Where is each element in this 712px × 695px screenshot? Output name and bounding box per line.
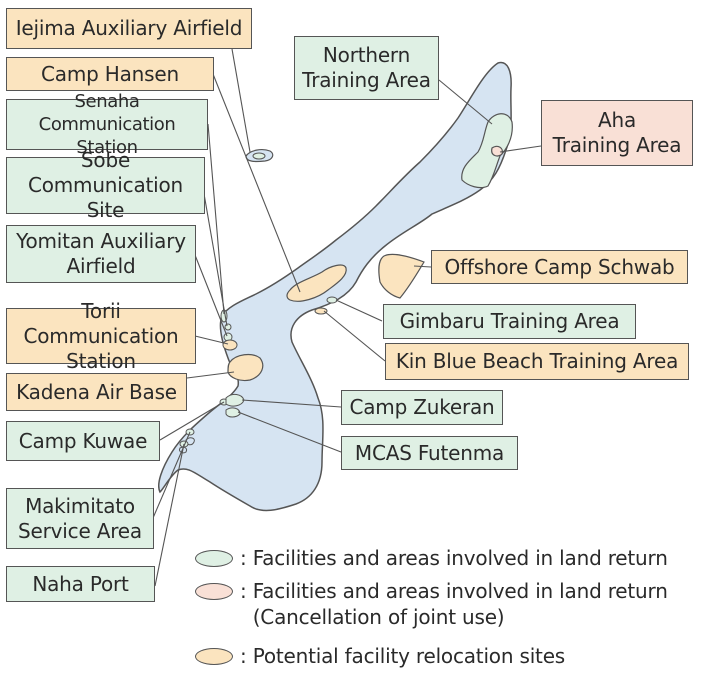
label-makimitato-service-area: Makimitato Service Area	[6, 488, 154, 549]
sobe-area	[224, 323, 232, 331]
label-aha-training-area: Aha Training Area	[541, 100, 693, 166]
legend-text-relocation: : Potential facility relocation sites	[240, 644, 566, 668]
leader-torii	[194, 335, 229, 345]
leader-sobe	[202, 187, 228, 327]
camp-zukeran-area	[225, 393, 245, 407]
label-torii-communication-station: Torii Communication Station	[6, 299, 196, 373]
legend-text-joint-use: : Facilities and areas involved in land …	[240, 579, 668, 629]
label-naha-port: Naha Port	[6, 566, 155, 602]
mcas-futenma-area	[225, 407, 241, 418]
legend-label-joint-use: Facilities and areas involved in land re…	[252, 579, 668, 629]
leader-kin	[323, 310, 386, 362]
leader-schwab	[413, 265, 432, 268]
label-kin-blue-beach-training-area: Kin Blue Beach Training Area	[385, 343, 689, 380]
legend-swatch-land-return	[195, 550, 233, 567]
camp-hansen-area	[286, 264, 347, 302]
legend-swatch-relocation	[195, 648, 233, 665]
legend-label-land-return: Facilities and areas involved in land re…	[252, 546, 668, 570]
leader-kuwae	[159, 401, 225, 441]
label-northern-training-area: Northern Training Area	[294, 36, 439, 100]
label-senaha-communication-station: Senaha Communication Station	[6, 91, 208, 158]
leader-zukeran	[241, 399, 342, 408]
label-sobe-communication-site: Sobe Communication Site	[6, 148, 205, 222]
iejima-airfield-area	[252, 152, 266, 160]
leader-kadena	[186, 371, 235, 379]
leader-iejima	[231, 48, 251, 153]
leader-futenma	[237, 411, 342, 453]
leader-senaha	[207, 123, 225, 315]
label-camp-hansen: Camp Hansen	[6, 57, 214, 91]
aha-training-area	[491, 145, 503, 157]
leader-gimbaru	[335, 299, 383, 322]
label-mcas-futenma: MCAS Futenma	[341, 436, 518, 470]
leader-yomitan	[194, 254, 228, 337]
leader-hansen	[212, 73, 301, 293]
leader-northern	[438, 79, 493, 125]
label-iejima-auxiliary-airfield: Iejima Auxiliary Airfield	[6, 8, 252, 49]
torii-area	[222, 339, 238, 351]
leader-lines	[152, 48, 542, 587]
label-offshore-camp-schwab: Offshore Camp Schwab	[431, 250, 688, 284]
leader-aha	[499, 145, 542, 153]
label-gimbaru-training-area: Gimbaru Training Area	[383, 304, 636, 339]
gimbaru-area	[326, 296, 338, 304]
label-kadena-air-base: Kadena Air Base	[6, 373, 187, 411]
okinawa-main-island	[158, 61, 512, 512]
kadena-air-base-area	[227, 353, 264, 382]
offshore-camp-schwab-area	[378, 253, 425, 299]
legend-label-relocation: Potential facility relocation sites	[252, 644, 566, 668]
kin-blue-beach-area	[314, 307, 328, 315]
leader-naha	[154, 443, 185, 587]
legend-text-land-return: : Facilities and areas involved in land …	[240, 546, 668, 570]
northern-training-area	[461, 113, 513, 189]
legend-swatch-joint-use	[195, 583, 233, 600]
label-yomitan-auxiliary-airfield: Yomitan Auxiliary Airfield	[6, 225, 196, 283]
label-camp-kuwae: Camp Kuwae	[6, 421, 160, 461]
label-camp-zukeran: Camp Zukeran	[341, 390, 503, 425]
